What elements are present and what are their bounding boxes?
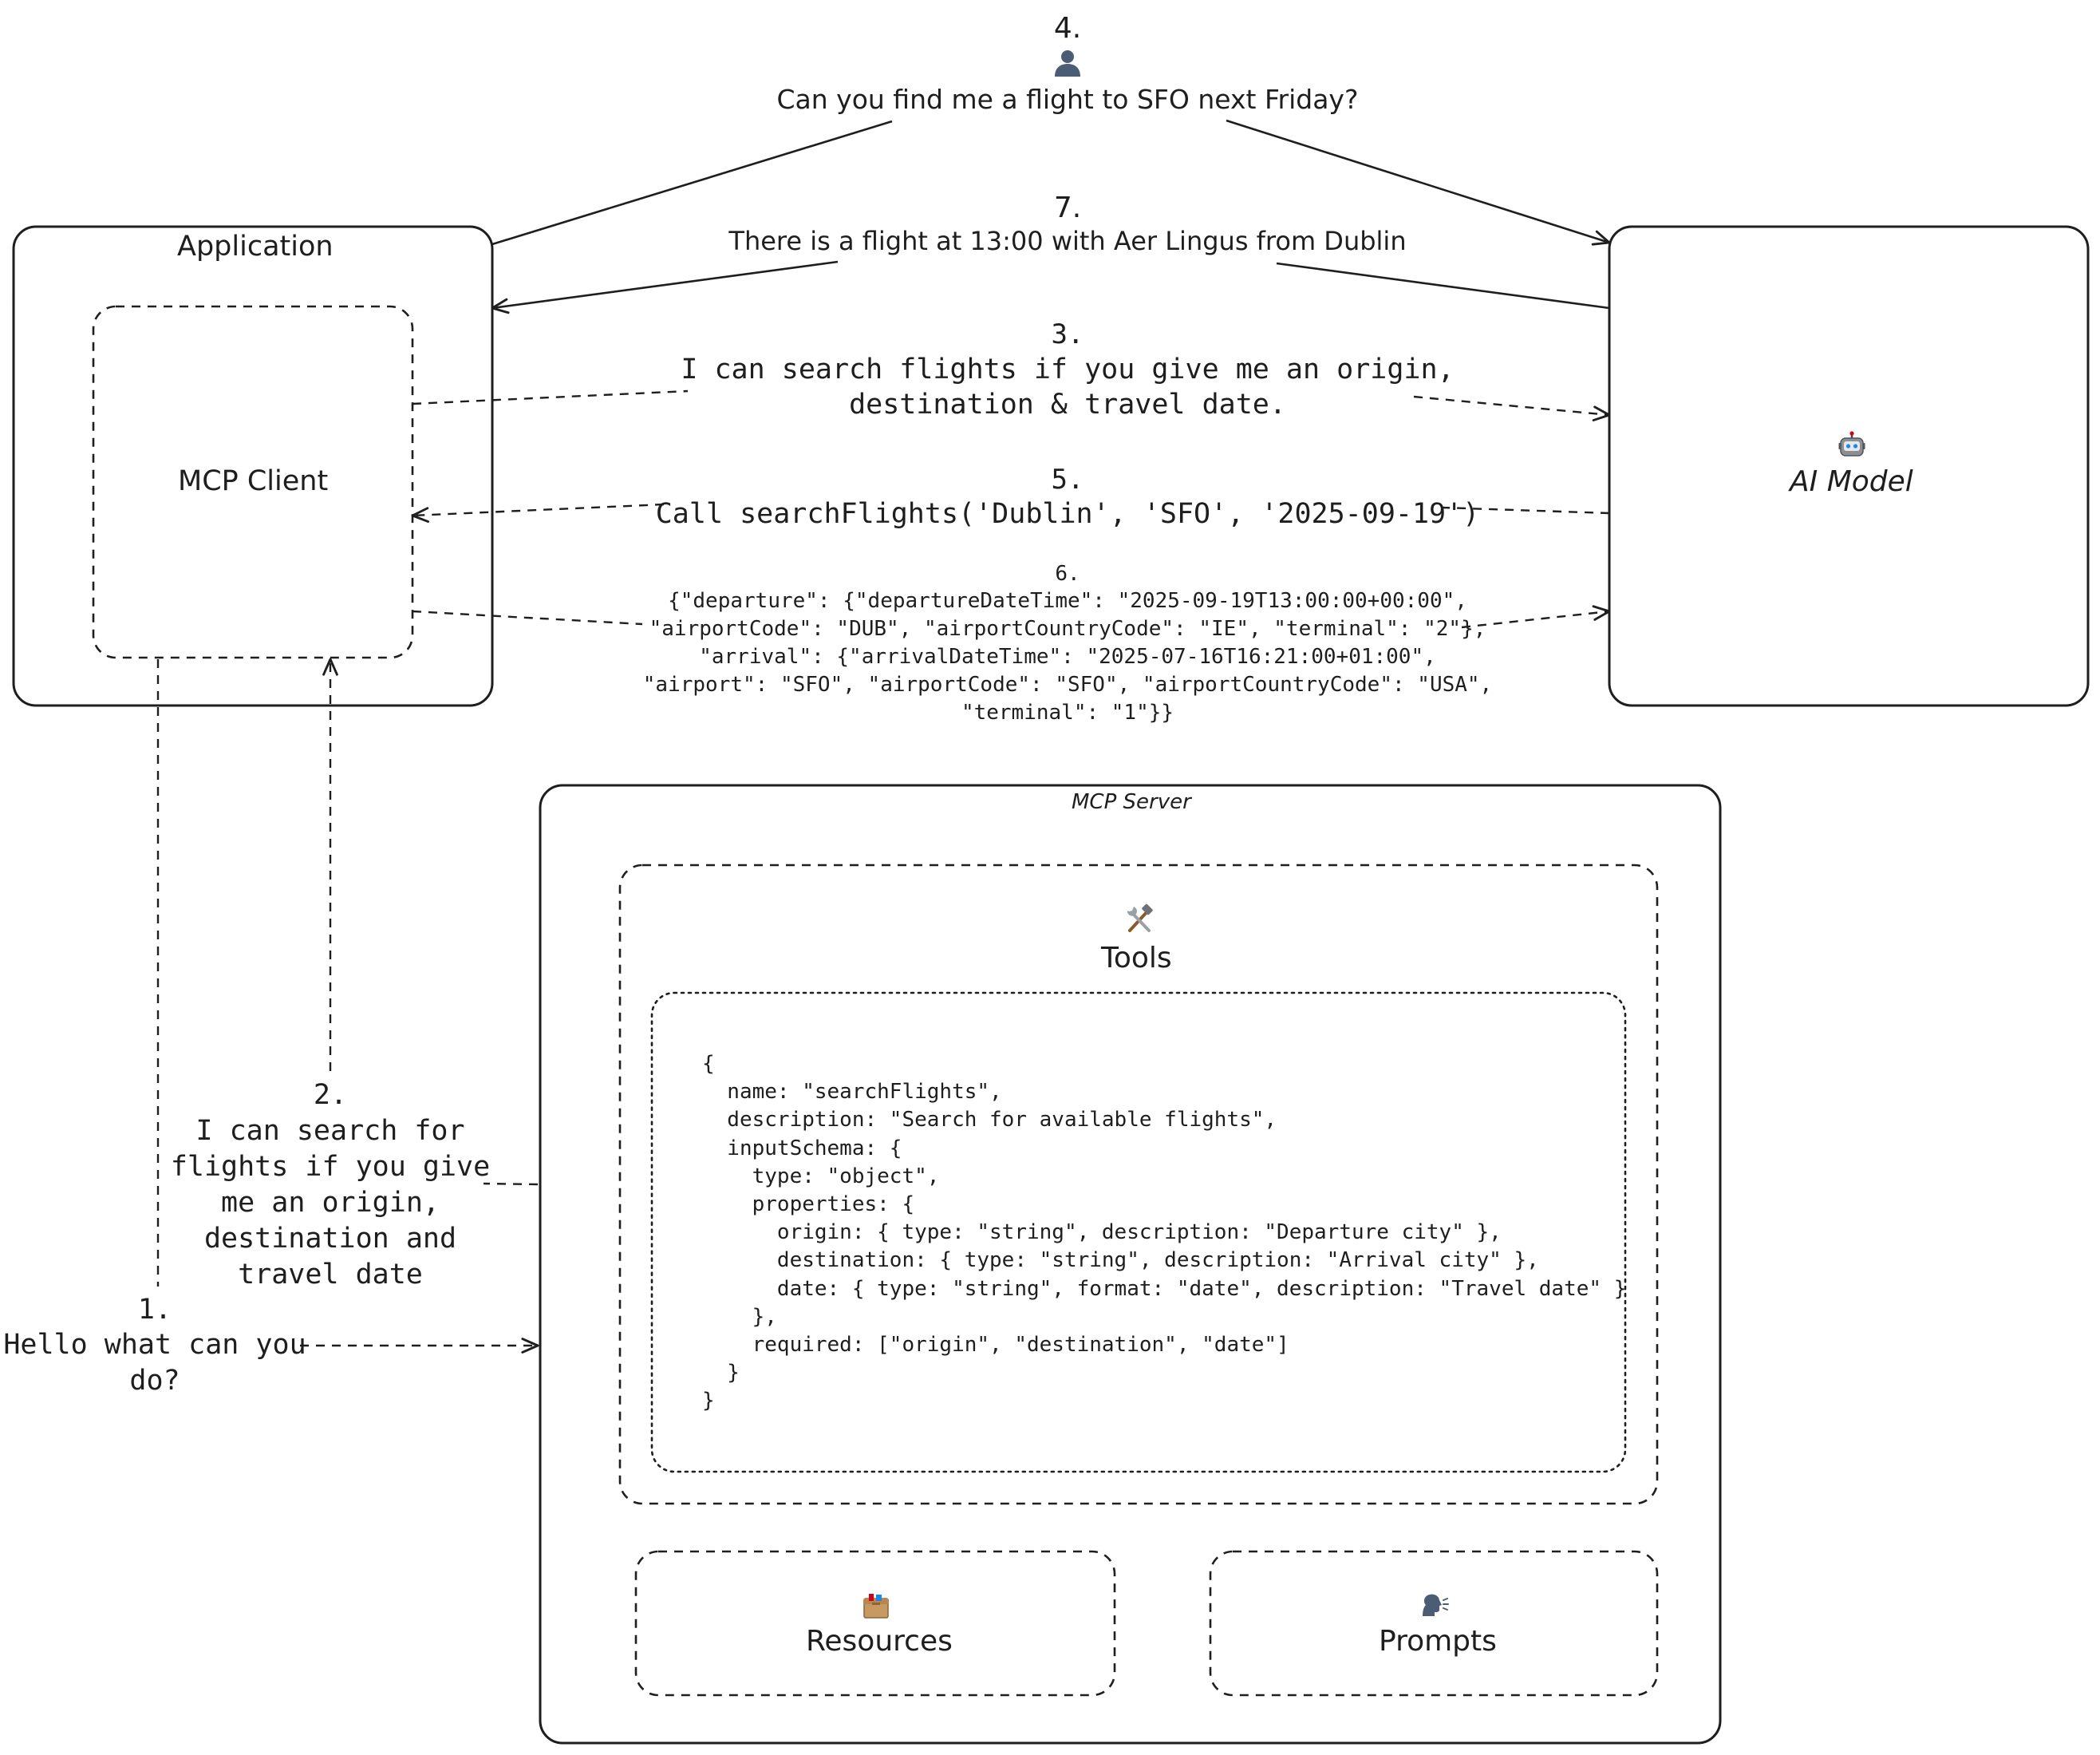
arrow-step-5 [412, 504, 1610, 516]
robot-icon [1838, 431, 1865, 457]
step-2-line-2: flights if you give [170, 1151, 491, 1183]
step-4-text: Can you find me a flight to SFO next Fri… [776, 84, 1359, 115]
arrow-step-4 [491, 119, 1609, 244]
step-2-line-3: me an origin, [221, 1187, 440, 1219]
arrow-step-1 [156, 659, 538, 1346]
step-6-line-3: "arrival": {"arrivalDateTime": "2025-07-… [699, 645, 1436, 669]
arrow-step-2 [330, 659, 539, 1186]
step-4-number: 4. [1053, 12, 1082, 45]
tool-definition-box [650, 991, 1627, 1473]
step-2-line-4: destination and [203, 1223, 457, 1255]
step-6-number: 6. [1055, 562, 1080, 586]
step-3-line-2: destination & travel date. [849, 389, 1286, 421]
ai-model-box [1608, 225, 2090, 707]
prompts-box [1209, 1550, 1659, 1697]
ai-model-label: AI Model [1790, 465, 1913, 498]
mcp-server-label: MCP Server [1072, 790, 1191, 814]
step-3-number: 3. [1051, 318, 1084, 350]
mcp-server-box [539, 784, 1722, 1745]
resources-label: Resources [806, 1625, 953, 1658]
step-2-line-1: I can search for [195, 1115, 465, 1147]
mcp-client-label: MCP Client [178, 465, 329, 497]
step-6-line-4: "airport": "SFO", "airportCode": "SFO", … [642, 673, 1493, 697]
tool-definition-code: { name: "searchFlights", description: "S… [702, 1052, 1627, 1413]
step-5-text: Call searchFlights('Dublin', 'SFO', '202… [655, 498, 1480, 530]
speaking-head-icon [1423, 1594, 1449, 1616]
arrow-step-7 [492, 260, 1610, 308]
step-1-number: 1. [137, 1294, 172, 1326]
tools-label: Tools [1101, 942, 1172, 974]
arrow-step-3 [412, 389, 1609, 415]
step-6-line-2: "airportCode": "DUB", "airportCountryCod… [649, 617, 1486, 641]
step-7-number: 7. [1053, 192, 1082, 224]
step-6-line-5: "terminal": "1"}} [961, 701, 1174, 725]
resources-box [634, 1550, 1116, 1697]
mcp-client-box [92, 305, 414, 659]
step-2-line-5: travel date [238, 1259, 423, 1291]
step-7-text: There is a flight at 13:00 with Aer Ling… [728, 226, 1407, 256]
application-label: Application [177, 231, 334, 263]
step-6-line-1: {"departure": {"departureDateTime": "202… [668, 589, 1467, 613]
step-1-line-2: do? [129, 1365, 180, 1397]
hammer-and-wrench-icon [1127, 903, 1153, 932]
prompts-label: Prompts [1379, 1625, 1497, 1658]
package-icon [863, 1594, 889, 1619]
application-box [12, 225, 494, 707]
step-5-number: 5. [1051, 464, 1084, 496]
step-1-line-1: Hello what can you [3, 1329, 306, 1361]
step-2-number: 2. [313, 1079, 348, 1111]
tools-box [618, 864, 1659, 1505]
user-icon [1055, 50, 1080, 77]
step-3-line-1: I can search flights if you give me an o… [681, 354, 1455, 385]
arrow-step-6 [412, 611, 1609, 627]
